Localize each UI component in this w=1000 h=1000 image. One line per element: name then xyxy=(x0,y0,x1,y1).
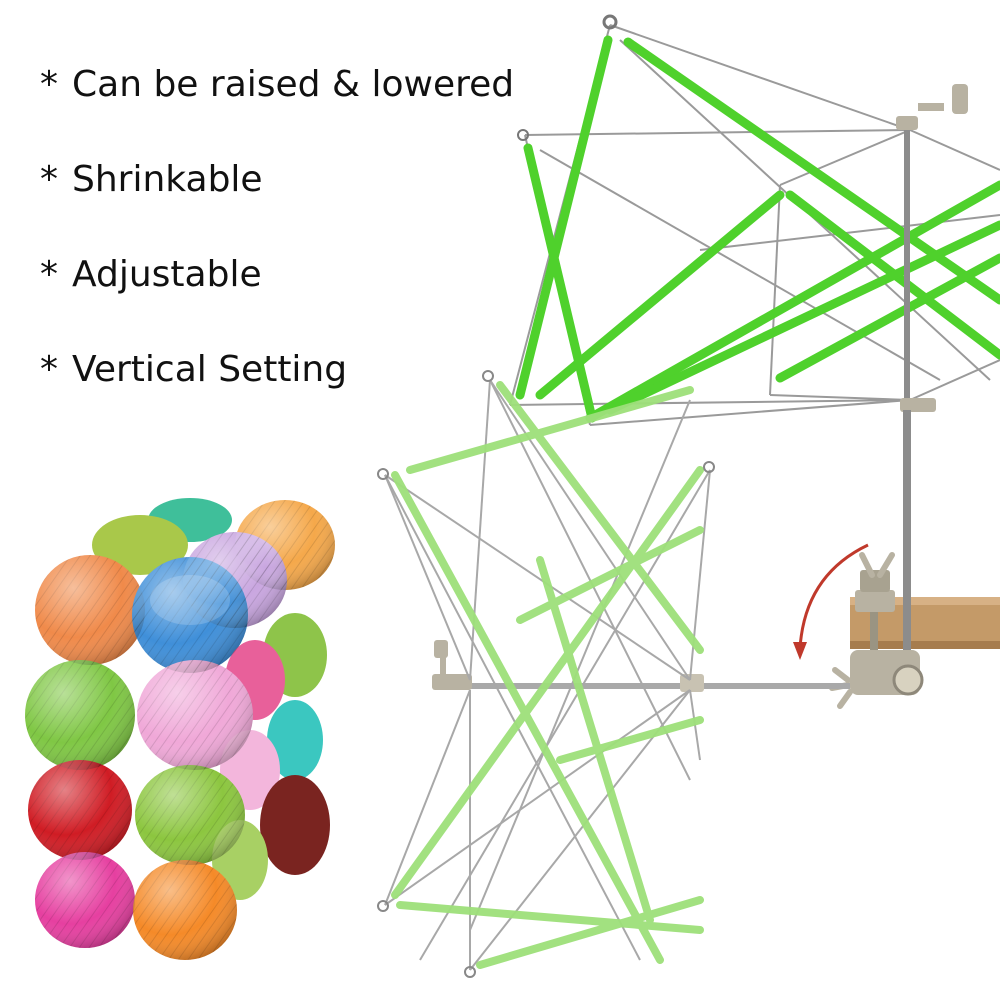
feature-vertical-setting: *Vertical Setting xyxy=(40,349,348,390)
feature-shrinkable: *Shrinkable xyxy=(40,159,263,200)
pole-icon xyxy=(903,410,911,660)
yarn-balls-icon xyxy=(25,498,335,960)
feature-adjustable: *Adjustable xyxy=(40,254,262,295)
table-clamp-icon xyxy=(829,552,924,709)
yarn-swift-umbrella-icon xyxy=(509,14,1000,426)
feature-raised-lowered: *Can be raised & lowered xyxy=(40,64,515,105)
yarn-swift-folded-icon xyxy=(377,370,850,978)
curved-arrow-icon xyxy=(793,543,869,660)
feature-list: *Can be raised & lowered *Shrinkable *Ad… xyxy=(40,62,514,442)
